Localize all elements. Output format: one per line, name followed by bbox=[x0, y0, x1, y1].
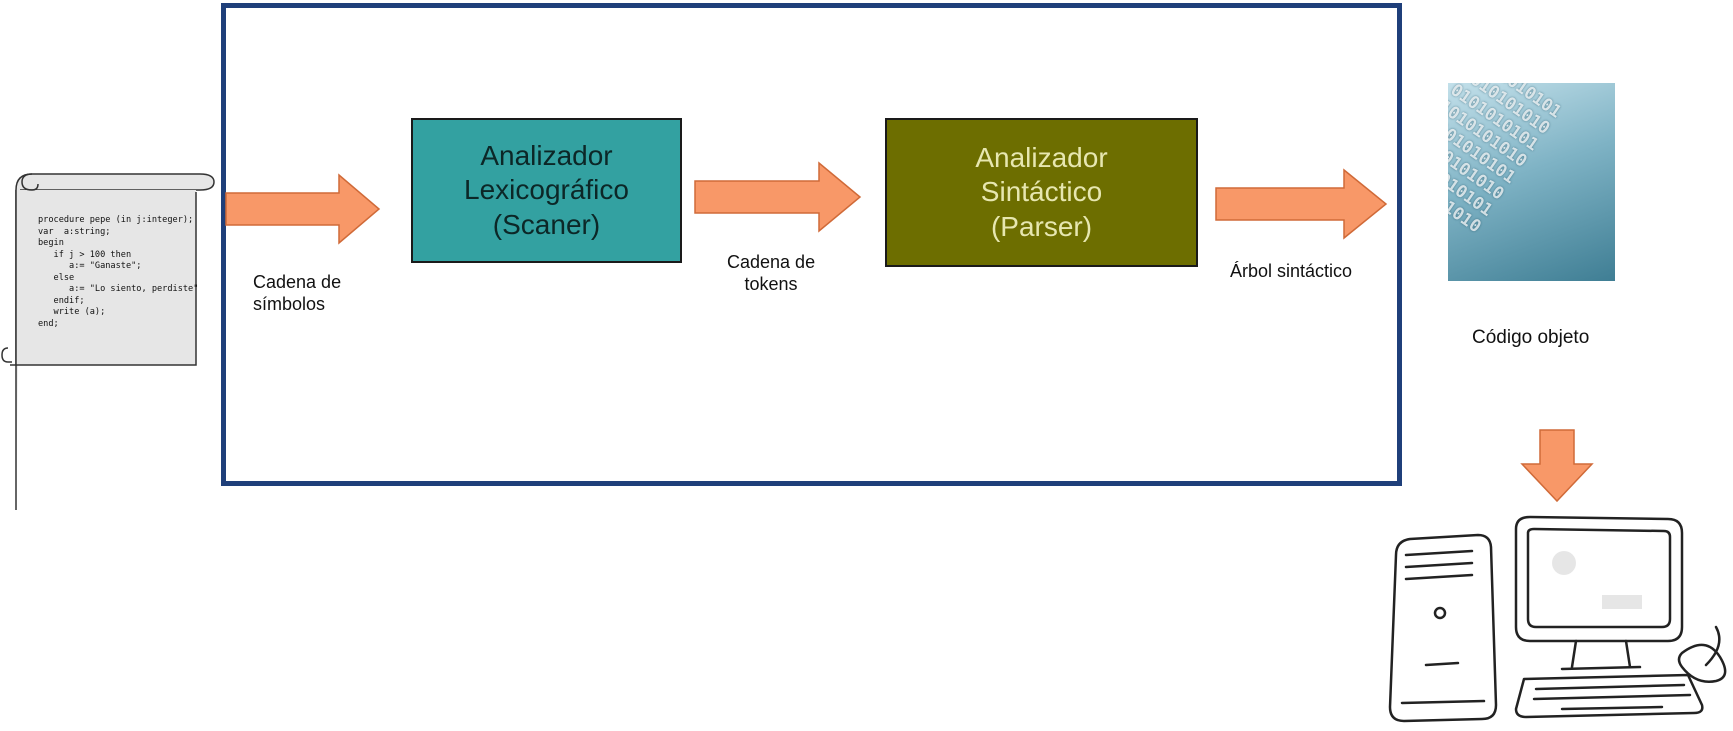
source-code-scroll-icon bbox=[1, 173, 215, 510]
compiler-frame bbox=[221, 3, 1402, 486]
computer-icon bbox=[1388, 515, 1727, 723]
symbols-label: Cadena de símbolos bbox=[253, 272, 342, 314]
binary-code-image: 0101010101 1010101010 0101010101 1010101… bbox=[1448, 83, 1615, 281]
arrow-to-scanner-icon bbox=[225, 173, 381, 245]
tree-label: Árbol sintáctico bbox=[1230, 261, 1353, 281]
arrow-down-icon bbox=[1520, 429, 1594, 503]
scanner-block: Analizador Lexicográfico (Scaner) bbox=[411, 118, 682, 263]
binary-code-text: 0101010101 1010101010 0101010101 1010101… bbox=[1448, 83, 1565, 238]
arrow-to-tree-icon bbox=[1215, 168, 1388, 240]
parser-block: Analizador Sintáctico (Parser) bbox=[885, 118, 1198, 267]
source-code-text: procedure pepe (in j:integer); var a:str… bbox=[38, 215, 199, 329]
arrow-to-parser-icon bbox=[694, 161, 862, 233]
tokens-label: Cadena de tokens bbox=[727, 252, 816, 294]
object-code-label: Código objeto bbox=[1472, 327, 1590, 348]
